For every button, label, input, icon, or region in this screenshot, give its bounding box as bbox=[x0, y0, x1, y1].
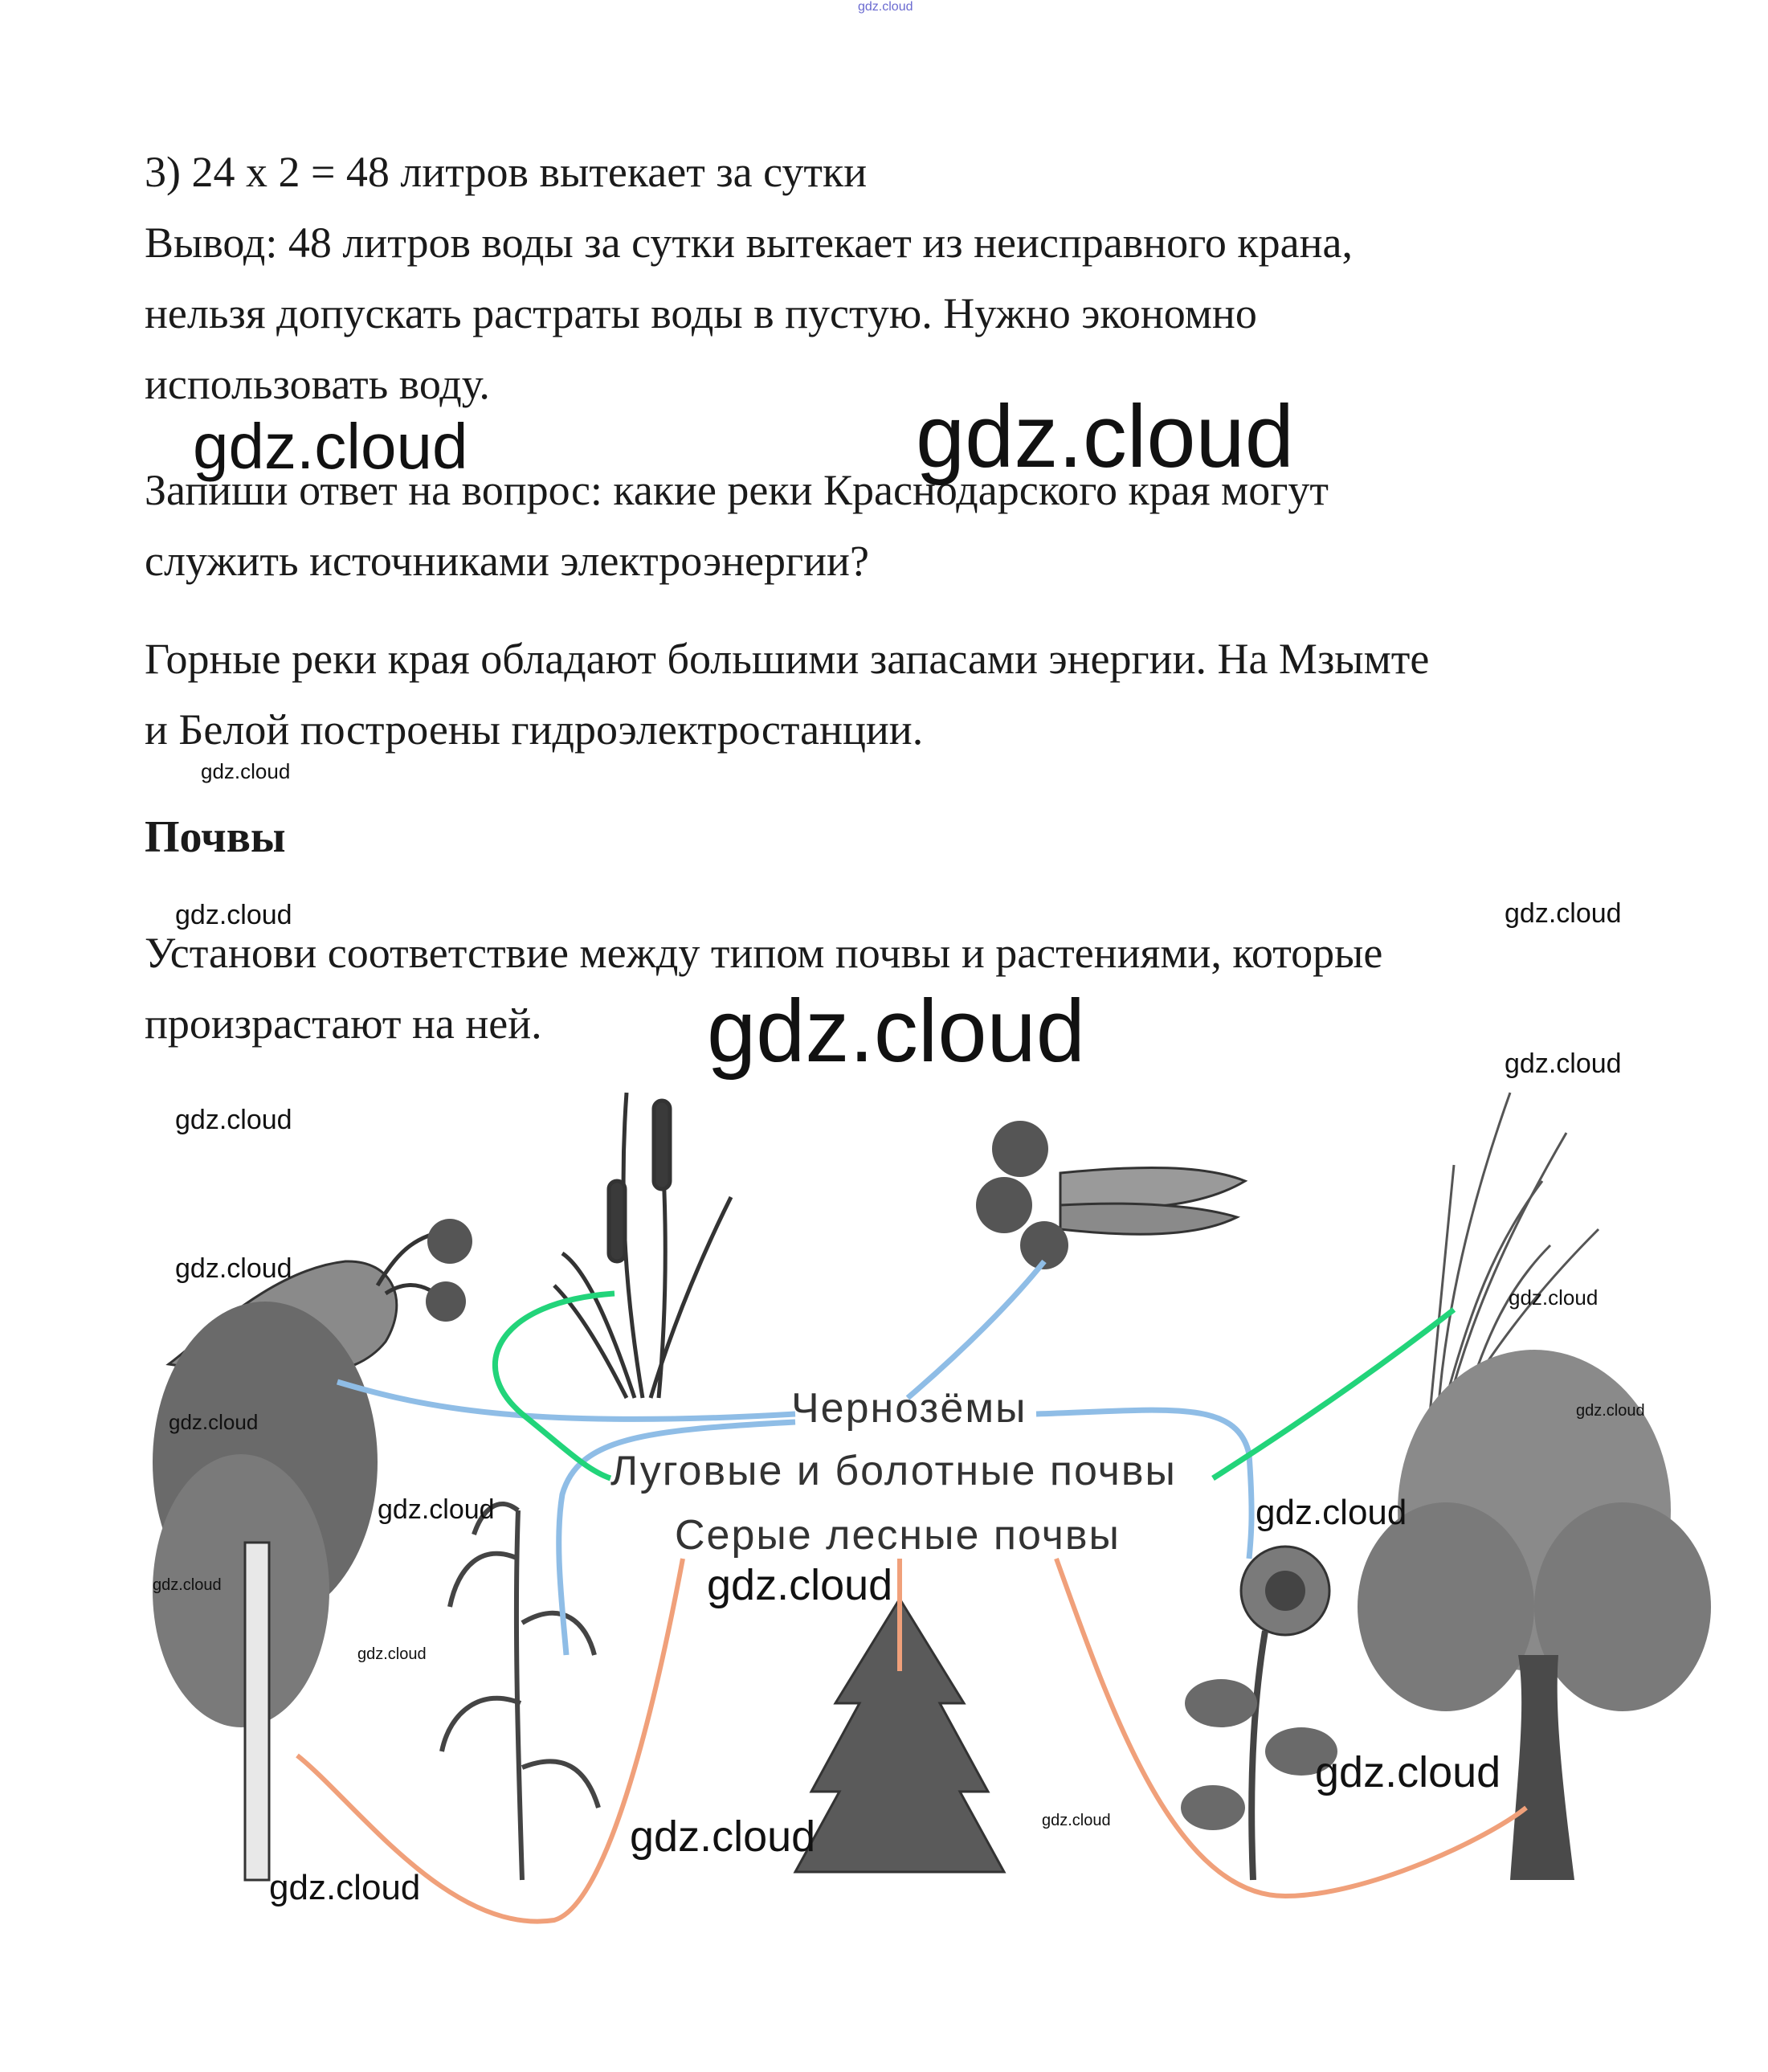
watermark: gdz.cloud bbox=[153, 1576, 222, 1595]
calc-line: 3) 24 х 2 = 48 литров вытекает за сутки bbox=[145, 137, 867, 207]
answer-line-2: и Белой построены гидроэлектростанции. bbox=[145, 694, 923, 765]
watermark: gdz.cloud bbox=[175, 900, 292, 931]
link-chernozem-beet bbox=[337, 1382, 795, 1419]
watermark: gdz.cloud bbox=[175, 1253, 292, 1285]
watermark: gdz.cloud bbox=[1505, 1048, 1622, 1080]
link-forest-birch bbox=[297, 1559, 683, 1922]
watermark: gdz.cloud bbox=[707, 980, 1085, 1082]
watermark: gdz.cloud bbox=[630, 1812, 815, 1862]
sunflower-illustration bbox=[1181, 1547, 1337, 1880]
oak-illustration bbox=[1358, 1350, 1711, 1880]
task-line-1: Установи соответствие между типом почвы … bbox=[145, 917, 1382, 988]
watermark: gdz.cloud bbox=[916, 386, 1294, 488]
conclusion-line-2: нельзя допускать растраты воды в пустую.… bbox=[145, 278, 1257, 349]
section-heading: Почвы bbox=[145, 811, 286, 863]
soil-label-forest: Серые лесные почвы bbox=[675, 1512, 1121, 1559]
site-mark-top: gdz.cloud bbox=[858, 0, 913, 14]
conclusion-line-1: Вывод: 48 литров воды за сутки вытекает … bbox=[145, 207, 1353, 278]
watermark: gdz.cloud bbox=[1509, 1285, 1598, 1310]
answer-line-1: Горные реки края обладают большими запас… bbox=[145, 623, 1429, 694]
soil-label-meadow: Луговые и болотные почвы bbox=[610, 1448, 1177, 1494]
watermark: gdz.cloud bbox=[175, 1105, 292, 1136]
watermark: gdz.cloud bbox=[1576, 1402, 1645, 1420]
soil-plant-diagram: Чернозёмы Луговые и болотные почвы Серые… bbox=[0, 1044, 1768, 1944]
watermark: gdz.cloud bbox=[201, 759, 290, 784]
watermark: gdz.cloud bbox=[378, 1494, 495, 1526]
corn-illustration bbox=[442, 1504, 598, 1880]
watermark: gdz.cloud bbox=[357, 1645, 427, 1664]
cattail-illustration bbox=[554, 1093, 731, 1398]
watermark: gdz.cloud bbox=[1042, 1812, 1111, 1830]
conclusion-line-3: использовать воду. bbox=[145, 349, 490, 419]
soil-label-chernozem: Чернозёмы bbox=[791, 1385, 1027, 1432]
watermark: gdz.cloud bbox=[193, 410, 468, 484]
question-line-2: служить источниками электроэнергии? bbox=[145, 525, 869, 596]
watermark: gdz.cloud bbox=[1505, 898, 1622, 930]
link-chernozem-carrot bbox=[908, 1261, 1044, 1398]
watermark: gdz.cloud bbox=[269, 1868, 420, 1908]
watermark: gdz.cloud bbox=[169, 1410, 258, 1435]
watermark: gdz.cloud bbox=[1256, 1493, 1407, 1533]
watermark: gdz.cloud bbox=[707, 1560, 892, 1610]
watermark: gdz.cloud bbox=[1315, 1747, 1501, 1797]
carrot-illustration bbox=[976, 1121, 1245, 1269]
